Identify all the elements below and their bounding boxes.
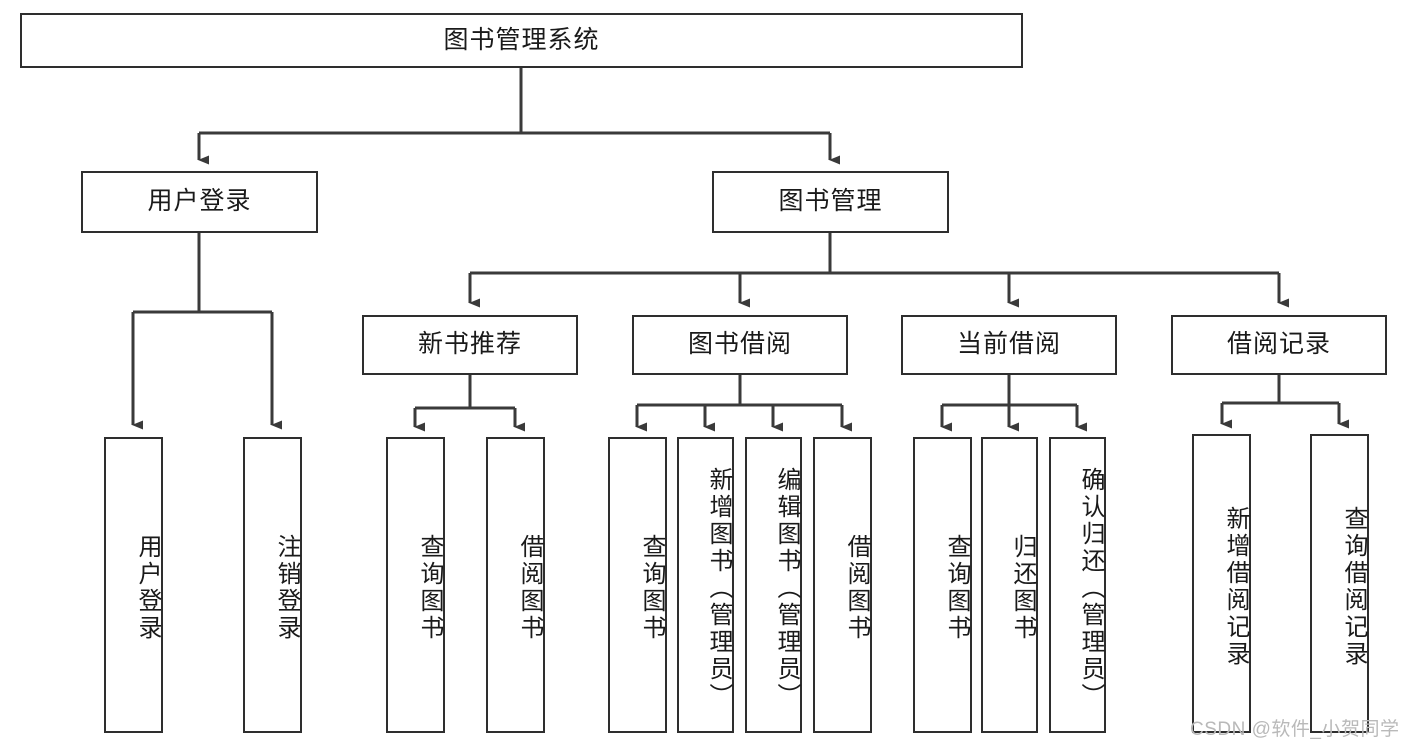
node-label: 查询图书	[638, 534, 665, 642]
leaf-record-query-borrow-record[interactable]: 查询借阅记录	[1310, 434, 1369, 733]
node-book-management[interactable]: 图书管理	[712, 171, 949, 233]
node-current-borrow[interactable]: 当前借阅	[901, 315, 1117, 375]
leaf-user-login-login[interactable]: 用户登录	[104, 437, 163, 733]
leaf-borrow-edit-book-admin[interactable]: 编辑图书（管理员）	[745, 437, 802, 733]
node-label: 查询图书	[943, 534, 970, 642]
node-borrow-record[interactable]: 借阅记录	[1171, 315, 1387, 375]
node-label: 图书管理	[778, 187, 883, 216]
leaf-user-login-logout[interactable]: 注销登录	[243, 437, 302, 733]
node-label: 新增图书（管理员）	[705, 466, 732, 710]
node-label: 新书推荐	[417, 330, 522, 359]
leaf-new-book-borrow-book[interactable]: 借阅图书	[486, 437, 545, 733]
node-label: 注销登录	[273, 534, 300, 642]
node-label: 图书借阅	[687, 330, 792, 359]
node-new-book-recommend[interactable]: 新书推荐	[362, 315, 578, 375]
csdn-watermark: CSDN @软件_小贺同学	[1190, 719, 1400, 740]
leaf-borrow-borrow-book[interactable]: 借阅图书	[813, 437, 872, 733]
node-label: 借阅记录	[1226, 330, 1331, 359]
node-label: 编辑图书（管理员）	[773, 466, 800, 710]
leaf-current-return-book[interactable]: 归还图书	[981, 437, 1038, 733]
leaf-current-confirm-return-admin[interactable]: 确认归还（管理员）	[1049, 437, 1106, 733]
node-label: 借阅图书	[843, 534, 870, 642]
node-label: 查询借阅记录	[1340, 505, 1367, 668]
node-user-login[interactable]: 用户登录	[81, 171, 318, 233]
leaf-current-query-book[interactable]: 查询图书	[913, 437, 972, 733]
node-label: 图书管理系统	[443, 25, 600, 54]
node-label: 借阅图书	[516, 534, 543, 642]
node-label: 查询图书	[416, 534, 443, 642]
leaf-borrow-query-book[interactable]: 查询图书	[608, 437, 667, 733]
leaf-new-book-query-book[interactable]: 查询图书	[386, 437, 445, 733]
node-label: 用户登录	[147, 187, 252, 216]
node-label: 用户登录	[134, 534, 161, 642]
node-book-borrow[interactable]: 图书借阅	[632, 315, 848, 375]
node-label: 归还图书	[1009, 534, 1036, 642]
node-label: 确认归还（管理员）	[1077, 466, 1104, 710]
node-label: 新增借阅记录	[1222, 505, 1249, 668]
leaf-record-add-borrow-record[interactable]: 新增借阅记录	[1192, 434, 1251, 733]
node-label: 当前借阅	[956, 330, 1061, 359]
leaf-borrow-add-book-admin[interactable]: 新增图书（管理员）	[677, 437, 734, 733]
node-root-book-management-system[interactable]: 图书管理系统	[20, 13, 1023, 68]
